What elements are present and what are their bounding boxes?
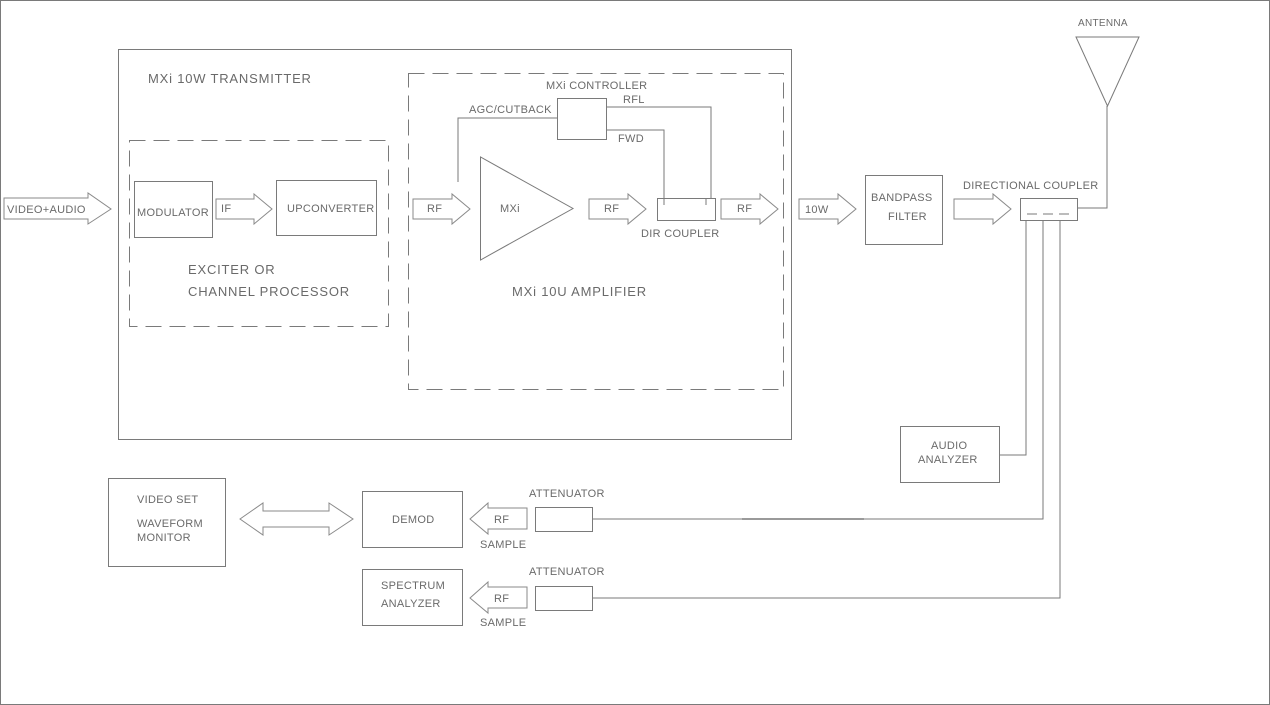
audio-analyzer-line	[999, 221, 1027, 456]
agc-cutback-line	[457, 117, 557, 182]
mxi-amplifier-triangle	[480, 156, 575, 261]
exciter-label-line2: CHANNEL PROCESSOR	[188, 284, 350, 299]
demod-label: DEMOD	[392, 514, 434, 526]
waveform-label-line2: MONITOR	[137, 532, 191, 544]
bandpass-label-line2: FILTER	[888, 211, 927, 223]
transmitter-enclosure	[118, 49, 792, 440]
demod-sample-line	[593, 221, 1044, 520]
directional-coupler-block	[1020, 198, 1078, 221]
directional-coupler-label: DIRECTIONAL COUPLER	[963, 180, 1098, 192]
audio-analyzer-label-line2: ANALYZER	[918, 454, 978, 466]
mxi-controller-block	[557, 98, 607, 140]
rf-amp-out-label: RF	[604, 203, 619, 215]
if-arrow: IF	[215, 192, 273, 226]
audio-analyzer-label-line1: AUDIO	[931, 440, 967, 452]
bandpass-label-line1: BANDPASS	[871, 192, 933, 204]
amplifier-title: MXi 10U AMPLIFIER	[512, 284, 647, 299]
modulator-block	[134, 181, 213, 238]
rf-input-label: RF	[427, 203, 442, 215]
rf-sample-1-label: RF	[494, 514, 509, 526]
mxi-label: MXi	[500, 203, 520, 215]
rfl-line	[607, 106, 712, 199]
rf-output-label: RF	[737, 203, 752, 215]
rf-output-arrow: RF	[720, 192, 779, 226]
bidirectional-arrow	[239, 502, 354, 536]
antenna-symbol	[1075, 36, 1140, 108]
video-audio-arrow: VIDEO+AUDIO	[3, 192, 112, 225]
output-10w-label: 10W	[805, 204, 829, 216]
spectrum-analyzer-block	[362, 569, 463, 626]
rf-sample-2-label: RF	[494, 593, 509, 605]
video-audio-label: VIDEO+AUDIO	[7, 204, 86, 216]
video-set-label: VIDEO SET	[137, 494, 198, 506]
fwd-label: FWD	[618, 133, 644, 145]
upconverter-label: UPCONVERTER	[287, 203, 374, 215]
antenna-feed-line	[1078, 106, 1108, 209]
antenna-label: ANTENNA	[1078, 18, 1128, 29]
attenuator-1-block	[535, 507, 593, 532]
rf-amp-out-arrow: RF	[588, 192, 647, 226]
demod-block	[362, 491, 463, 548]
filter-to-coupler-arrow	[953, 192, 1012, 226]
upconverter-block	[276, 180, 377, 236]
video-set-block	[108, 478, 226, 567]
bandpass-filter-block	[865, 175, 943, 245]
attenuator-2-block	[535, 586, 593, 611]
exciter-dashed-box	[129, 140, 389, 327]
dir-coupler-block	[657, 198, 716, 221]
rf-input-arrow: RF	[412, 192, 471, 226]
transmitter-title: MXi 10W TRANSMITTER	[148, 71, 312, 86]
attenuator-2-label: ATTENUATOR	[529, 566, 605, 578]
audio-analyzer-block	[900, 426, 1000, 483]
spectrum-sample-line	[593, 221, 1061, 599]
fwd-line	[607, 129, 665, 199]
mxi-controller-label: MXi CONTROLLER	[546, 80, 647, 92]
modulator-label: MODULATOR	[137, 207, 209, 219]
spectrum-label-line1: SPECTRUM	[381, 580, 445, 592]
waveform-label-line1: WAVEFORM	[137, 518, 203, 530]
output-10w-arrow: 10W	[798, 192, 857, 226]
rf-sample-arrow-1: RF SAMPLE	[469, 501, 528, 551]
if-label: IF	[221, 203, 231, 215]
agc-cutback-label: AGC/CUTBACK	[469, 104, 552, 116]
sample-2-label: SAMPLE	[480, 617, 526, 629]
exciter-label-line1: EXCITER OR	[188, 262, 275, 277]
rfl-label: RFL	[623, 94, 645, 106]
spectrum-label-line2: ANALYZER	[381, 598, 441, 610]
sample-1-label: SAMPLE	[480, 539, 526, 551]
dir-coupler-label: DIR COUPLER	[641, 228, 719, 240]
amplifier-dashed-box	[408, 73, 784, 390]
rf-sample-arrow-2: RF SAMPLE	[469, 580, 528, 629]
attenuator-1-label: ATTENUATOR	[529, 488, 605, 500]
